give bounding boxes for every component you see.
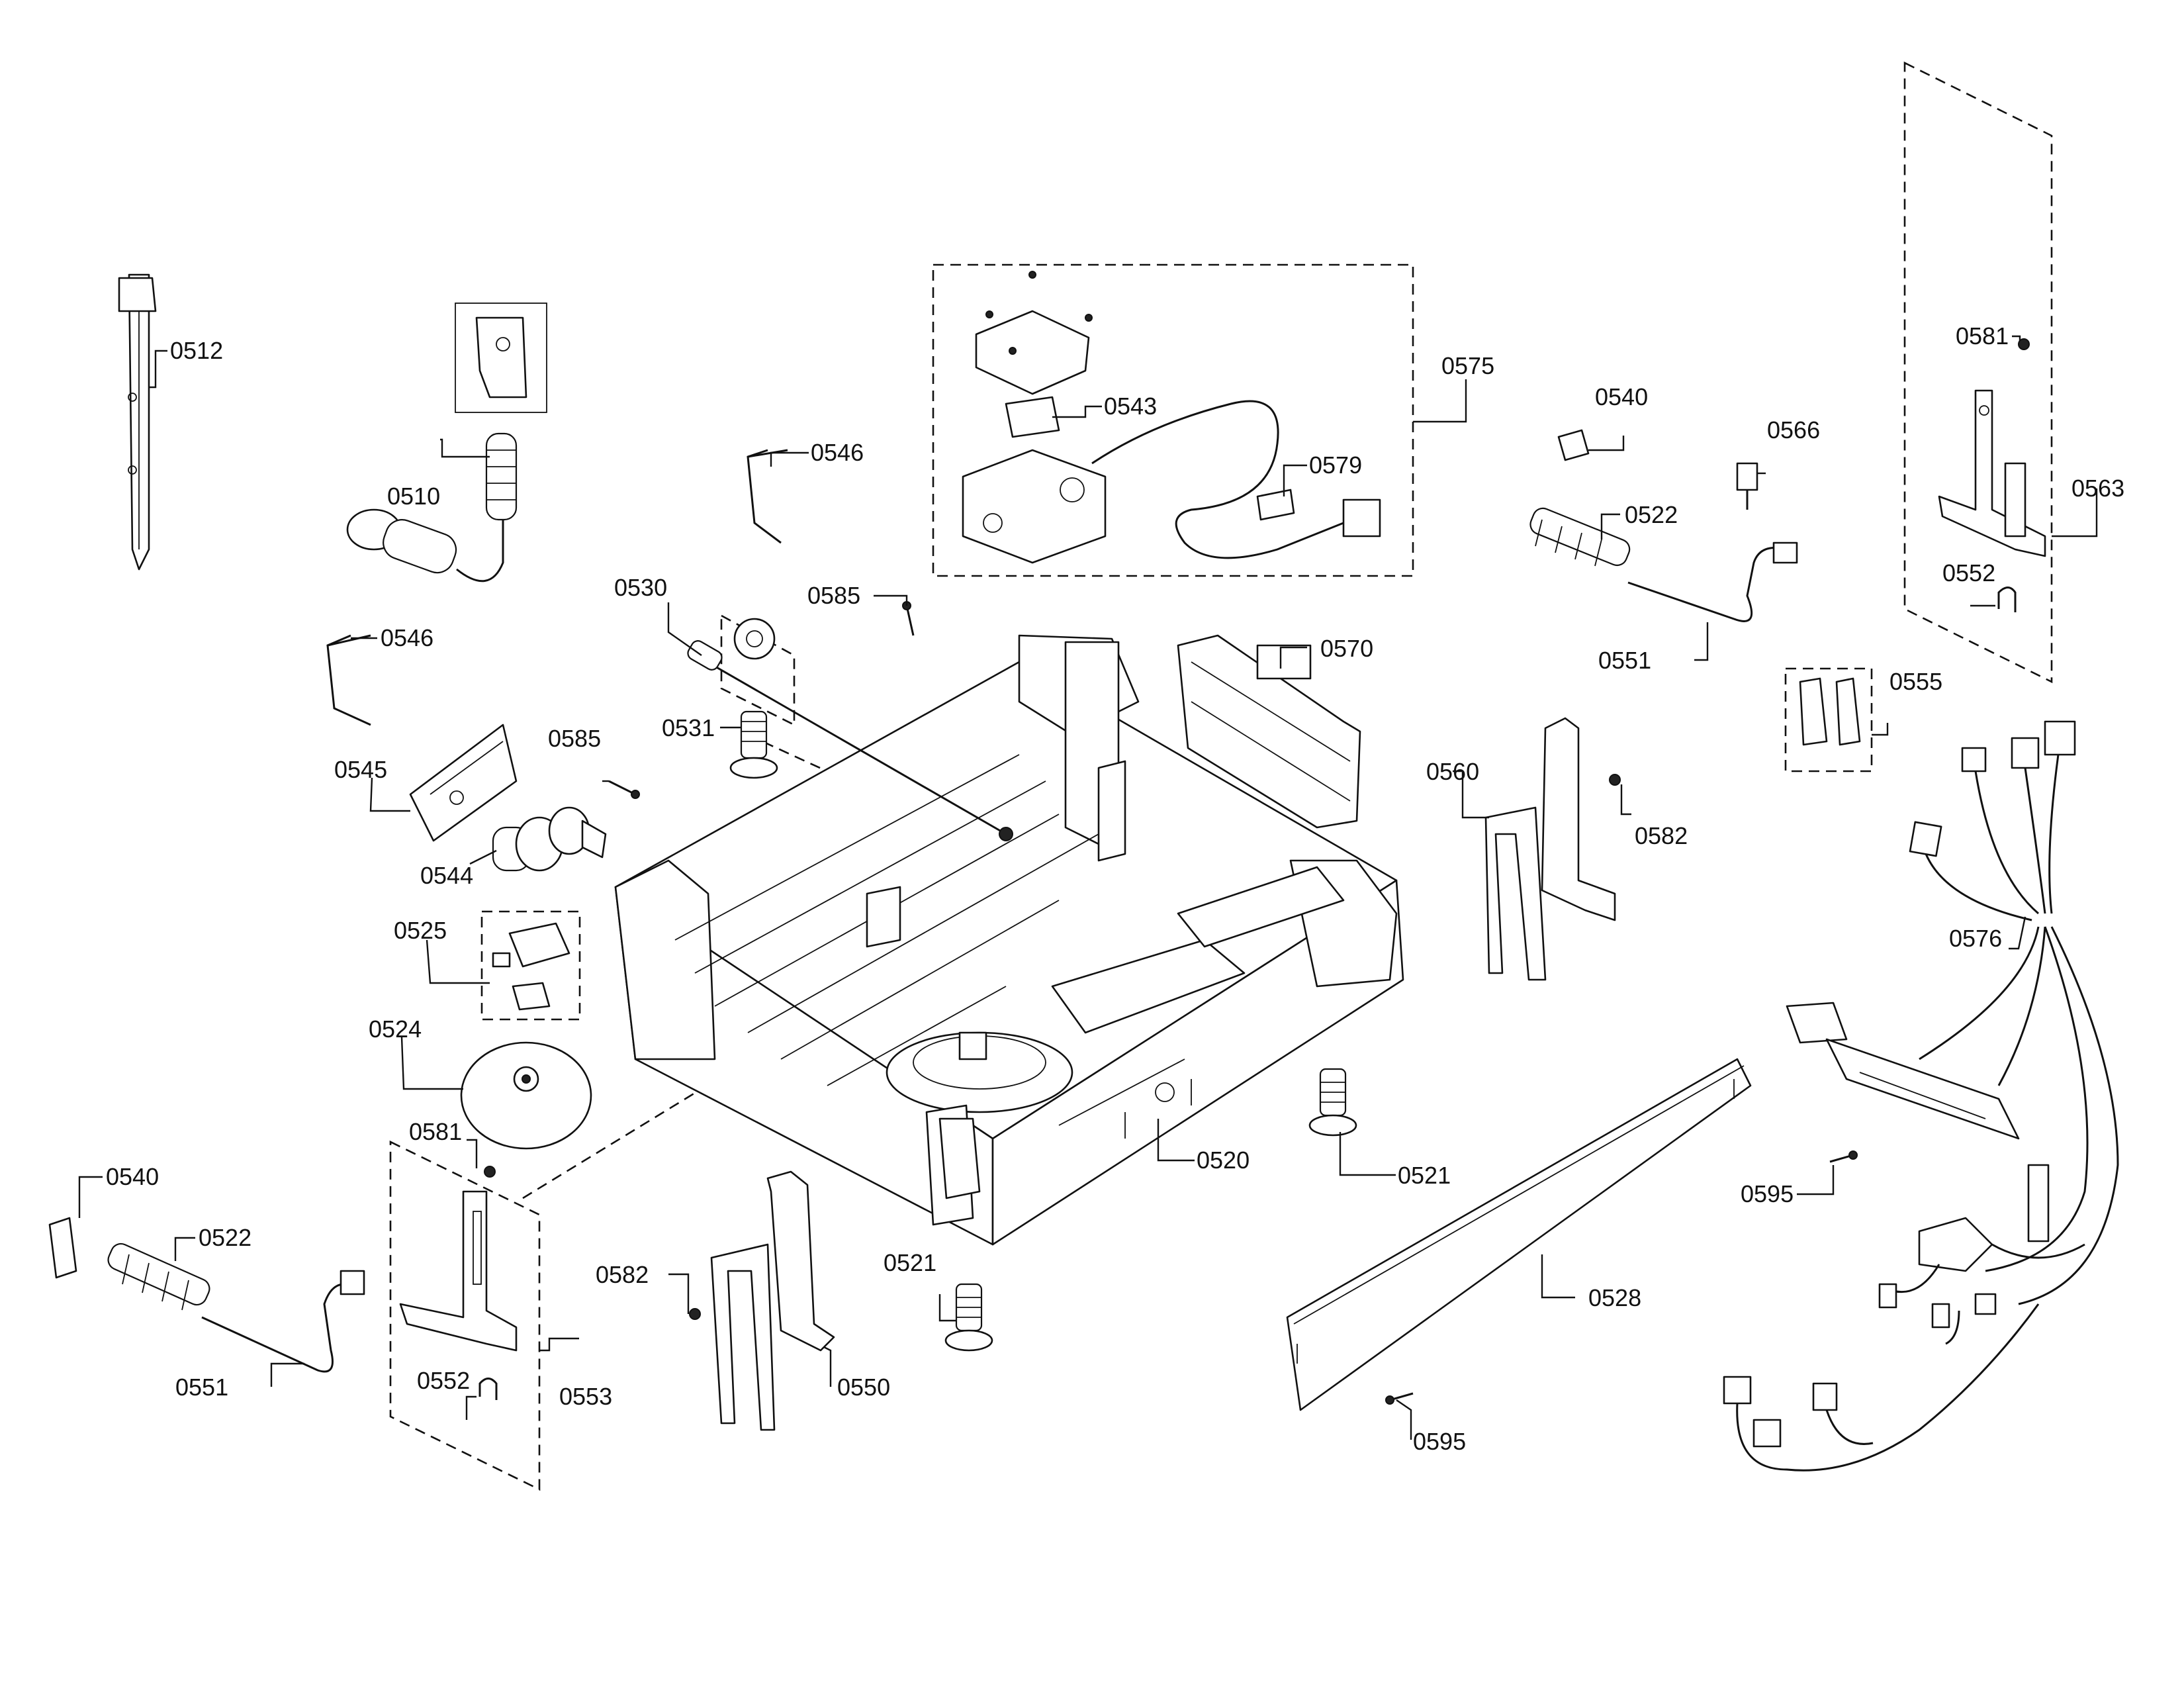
part-label-0570: 0570 [1320,635,1373,662]
rod-0530-drawing [687,618,1013,841]
switch-0525-drawing [492,922,570,1011]
part-label-0581: 0581 [409,1118,462,1145]
part-label-0528: 0528 [1588,1284,1641,1311]
part-label-0585: 0585 [548,725,601,752]
part-label-0582: 0582 [1635,822,1688,849]
part-label-0579: 0579 [1309,451,1362,479]
part-label-0581: 0581 [1956,322,2009,350]
bracket-0550-drawing [689,1170,835,1431]
part-label-0560: 0560 [1426,758,1479,785]
part-label-0520: 0520 [1197,1147,1250,1174]
screw-0585b-drawing [902,601,915,636]
harness-0576-drawing [1723,720,2119,1472]
clips-0555-drawing [1799,677,1861,746]
kickplate-0528-drawing [1286,1058,1752,1411]
assembly-box-0553 [389,1140,541,1491]
part-label-0524: 0524 [369,1015,422,1043]
spring-0522a-drawing [1529,507,1631,567]
part-label-0531: 0531 [662,714,715,741]
part-label-0552: 0552 [417,1367,470,1394]
control-0570-drawing [1177,634,1361,829]
inlet-0510-drawing [346,316,527,583]
part-label-0555: 0555 [1889,668,1942,695]
part-label-0545: 0545 [334,756,387,783]
spring-0522b-drawing [107,1243,210,1311]
clip-0546a-drawing [747,449,788,544]
foot-0521b-drawing [944,1283,993,1352]
part-label-0540: 0540 [106,1163,159,1190]
hinge-0540a-drawing [1557,429,1590,461]
part-label-0525: 0525 [394,917,447,944]
part-label-0552: 0552 [1942,559,1995,586]
assembly-box-0555 [1784,667,1873,773]
pump-0575-drawing [962,271,1381,564]
clip-0552a-drawing [1997,586,2017,612]
inset-box-0510 [455,303,547,413]
part-label-0543: 0543 [1104,393,1157,420]
part-label-0530: 0530 [614,574,667,601]
part-label-0540: 0540 [1595,383,1648,410]
part-label-0551: 0551 [1598,647,1651,674]
part-label-0550: 0550 [837,1374,890,1401]
part-label-0510: 0510 [387,483,440,510]
part-label-0521: 0521 [884,1249,936,1276]
hinge-0563-drawing [1938,338,2046,557]
part-label-0582: 0582 [596,1261,649,1288]
part-label-0585: 0585 [807,582,860,609]
part-label-0521: 0521 [1398,1162,1451,1189]
foot-0521a-drawing [1308,1068,1357,1137]
part-label-0566: 0566 [1767,416,1820,444]
part-label-0576: 0576 [1949,925,2002,952]
bracket-0560-drawing [1484,717,1621,981]
clip-0546b-drawing [326,634,371,726]
part-label-0546: 0546 [381,624,433,651]
dash-connector [522,1088,702,1199]
hinge-0540b-drawing [48,1217,77,1279]
assembly-boxes [389,61,2053,1491]
part-label-0512: 0512 [170,337,223,364]
part-label-0563: 0563 [2071,475,2124,502]
part-number-labels: 0512 0510 0546 0546 0545 0585 0544 0525 … [106,322,2124,1455]
part-label-0546: 0546 [811,439,864,466]
rail-0512-drawing [118,273,157,571]
disc-0524-drawing [460,1041,592,1150]
cable-0551a-drawing [1627,541,1798,622]
part-label-0575: 0575 [1441,352,1494,379]
part-label-0544: 0544 [420,862,473,889]
screw-0595b-drawing [1385,1392,1414,1405]
leader-lines [78,335,2098,1440]
screw-0585a-drawing [608,780,640,799]
cable-0551b-drawing [201,1270,365,1373]
part-label-0551: 0551 [175,1374,228,1401]
sensor-0566-drawing [1736,462,1758,510]
hinge-0553-drawing [399,1166,518,1400]
part-label-0595: 0595 [1413,1428,1466,1455]
valve-0544-drawing [492,806,607,872]
foot-0531-drawing [729,710,778,779]
part-label-0595: 0595 [1741,1180,1794,1207]
part-label-0522: 0522 [1625,501,1678,528]
bracket-0545-drawing [409,724,518,842]
part-label-0553: 0553 [559,1383,612,1410]
screw-0595a-drawing [1829,1150,1858,1163]
base-tub-drawing [614,634,1404,1246]
assembly-box-0563 [1903,61,2053,684]
part-label-0522: 0522 [199,1224,251,1251]
